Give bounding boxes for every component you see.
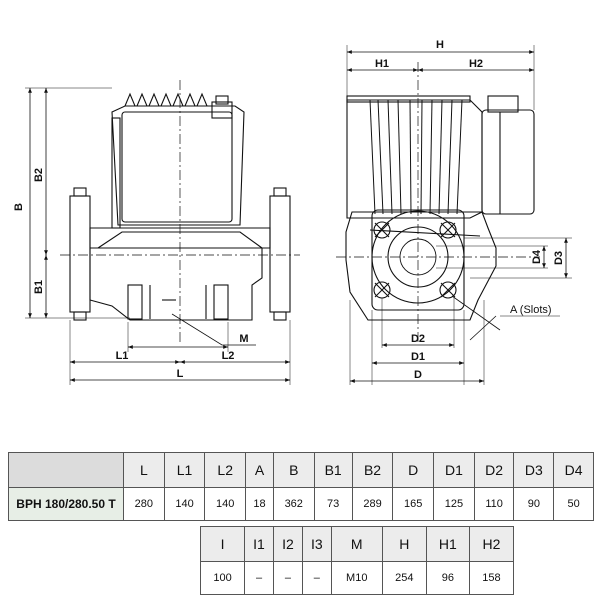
motor-side-fins bbox=[369, 99, 463, 215]
header-cell: D2 bbox=[473, 452, 515, 488]
model-cell: BPH 180/280.50 T bbox=[8, 487, 124, 521]
label-m: M bbox=[239, 333, 248, 345]
table-row: 100 – – – M10 254 96 158 bbox=[199, 561, 515, 595]
pump-casing bbox=[345, 211, 497, 321]
value-cell: 289 bbox=[351, 487, 394, 521]
table-header-row: I I1 I2 I3 M H H1 H2 bbox=[199, 526, 515, 562]
header-cell: A bbox=[245, 452, 274, 488]
value-cell: 140 bbox=[204, 487, 247, 521]
value-cell: 158 bbox=[468, 561, 515, 595]
value-cell: 100 bbox=[199, 561, 246, 595]
table-row: BPH 180/280.50 T 280 140 140 18 362 73 2… bbox=[8, 487, 594, 521]
bolt-slots bbox=[373, 221, 457, 299]
header-cell: H bbox=[381, 526, 427, 562]
dimensions-table-secondary: I I1 I2 I3 M H H1 H2 100 – – – M10 254 9… bbox=[199, 526, 515, 595]
header-cell: B1 bbox=[313, 452, 353, 488]
value-cell: 73 bbox=[313, 487, 353, 521]
pump-side-view bbox=[336, 62, 540, 345]
header-cell: I3 bbox=[301, 526, 332, 562]
header-cell: D3 bbox=[513, 452, 555, 488]
value-cell: – bbox=[272, 561, 303, 595]
header-cell: L1 bbox=[163, 452, 206, 488]
value-cell: – bbox=[244, 561, 274, 595]
side-view-dimensions bbox=[346, 45, 572, 385]
header-cell: H1 bbox=[425, 526, 470, 562]
motor-side bbox=[346, 99, 483, 219]
value-cell: 90 bbox=[513, 487, 555, 521]
label-l2: L2 bbox=[222, 350, 235, 362]
table-header-row: L L1 L2 A B B1 B2 D D1 D2 D3 D4 bbox=[8, 452, 594, 488]
header-cell: D4 bbox=[553, 452, 594, 488]
label-b1: B1 bbox=[33, 280, 45, 294]
pump-front-view bbox=[60, 80, 300, 345]
label-b2: B2 bbox=[33, 168, 45, 182]
value-cell: 254 bbox=[381, 561, 427, 595]
technical-drawing: B B2 B1 L1 L2 L M bbox=[13, 39, 572, 385]
value-cell: 165 bbox=[392, 487, 435, 521]
terminal-box-side bbox=[481, 109, 535, 215]
flange-circle bbox=[371, 210, 465, 304]
value-cell: M10 bbox=[330, 561, 383, 595]
front-view-dimensions bbox=[25, 87, 291, 385]
value-cell: 125 bbox=[433, 487, 475, 521]
header-cell: L bbox=[123, 452, 165, 488]
header-cell: M bbox=[330, 526, 383, 562]
value-cell: 280 bbox=[123, 487, 165, 521]
header-cell: D1 bbox=[433, 452, 475, 488]
header-cell: H2 bbox=[468, 526, 515, 562]
value-cell: 140 bbox=[163, 487, 206, 521]
label-d1: D1 bbox=[411, 351, 425, 363]
label-d2: D2 bbox=[411, 333, 425, 345]
label-slots: A (Slots) bbox=[510, 304, 552, 316]
terminal-box bbox=[121, 111, 233, 223]
left-flange bbox=[69, 195, 91, 313]
front-view-labels: B B2 B1 L1 L2 L M bbox=[13, 168, 249, 380]
value-cell: 18 bbox=[245, 487, 274, 521]
label-h1: H1 bbox=[375, 58, 389, 70]
header-cell bbox=[8, 452, 124, 488]
label-b: B bbox=[13, 203, 25, 211]
motor-fins bbox=[124, 92, 208, 107]
label-d4: D4 bbox=[531, 249, 543, 264]
value-cell: 110 bbox=[473, 487, 515, 521]
label-l: L bbox=[177, 368, 184, 380]
value-cell: – bbox=[301, 561, 332, 595]
header-cell: B2 bbox=[351, 452, 394, 488]
header-cell: L2 bbox=[204, 452, 247, 488]
value-cell: 362 bbox=[272, 487, 315, 521]
header-cell: B bbox=[272, 452, 315, 488]
dimensions-table-main: L L1 L2 A B B1 B2 D D1 D2 D3 D4 BPH 180/… bbox=[8, 452, 594, 521]
right-flange bbox=[269, 195, 291, 313]
label-h: H bbox=[436, 39, 444, 51]
label-h2: H2 bbox=[469, 58, 483, 70]
header-cell: I2 bbox=[272, 526, 303, 562]
label-l1: L1 bbox=[116, 350, 129, 362]
header-cell: D bbox=[392, 452, 435, 488]
header-cell: I bbox=[199, 526, 246, 562]
motor-housing bbox=[111, 105, 245, 226]
label-d: D bbox=[414, 369, 422, 381]
value-cell: 50 bbox=[553, 487, 594, 521]
header-cell: I1 bbox=[244, 526, 274, 562]
label-d3: D3 bbox=[553, 251, 565, 265]
side-view-labels: H H1 H2 D3 D4 D2 D1 D A (Slots) bbox=[375, 39, 565, 381]
value-cell: 96 bbox=[425, 561, 470, 595]
